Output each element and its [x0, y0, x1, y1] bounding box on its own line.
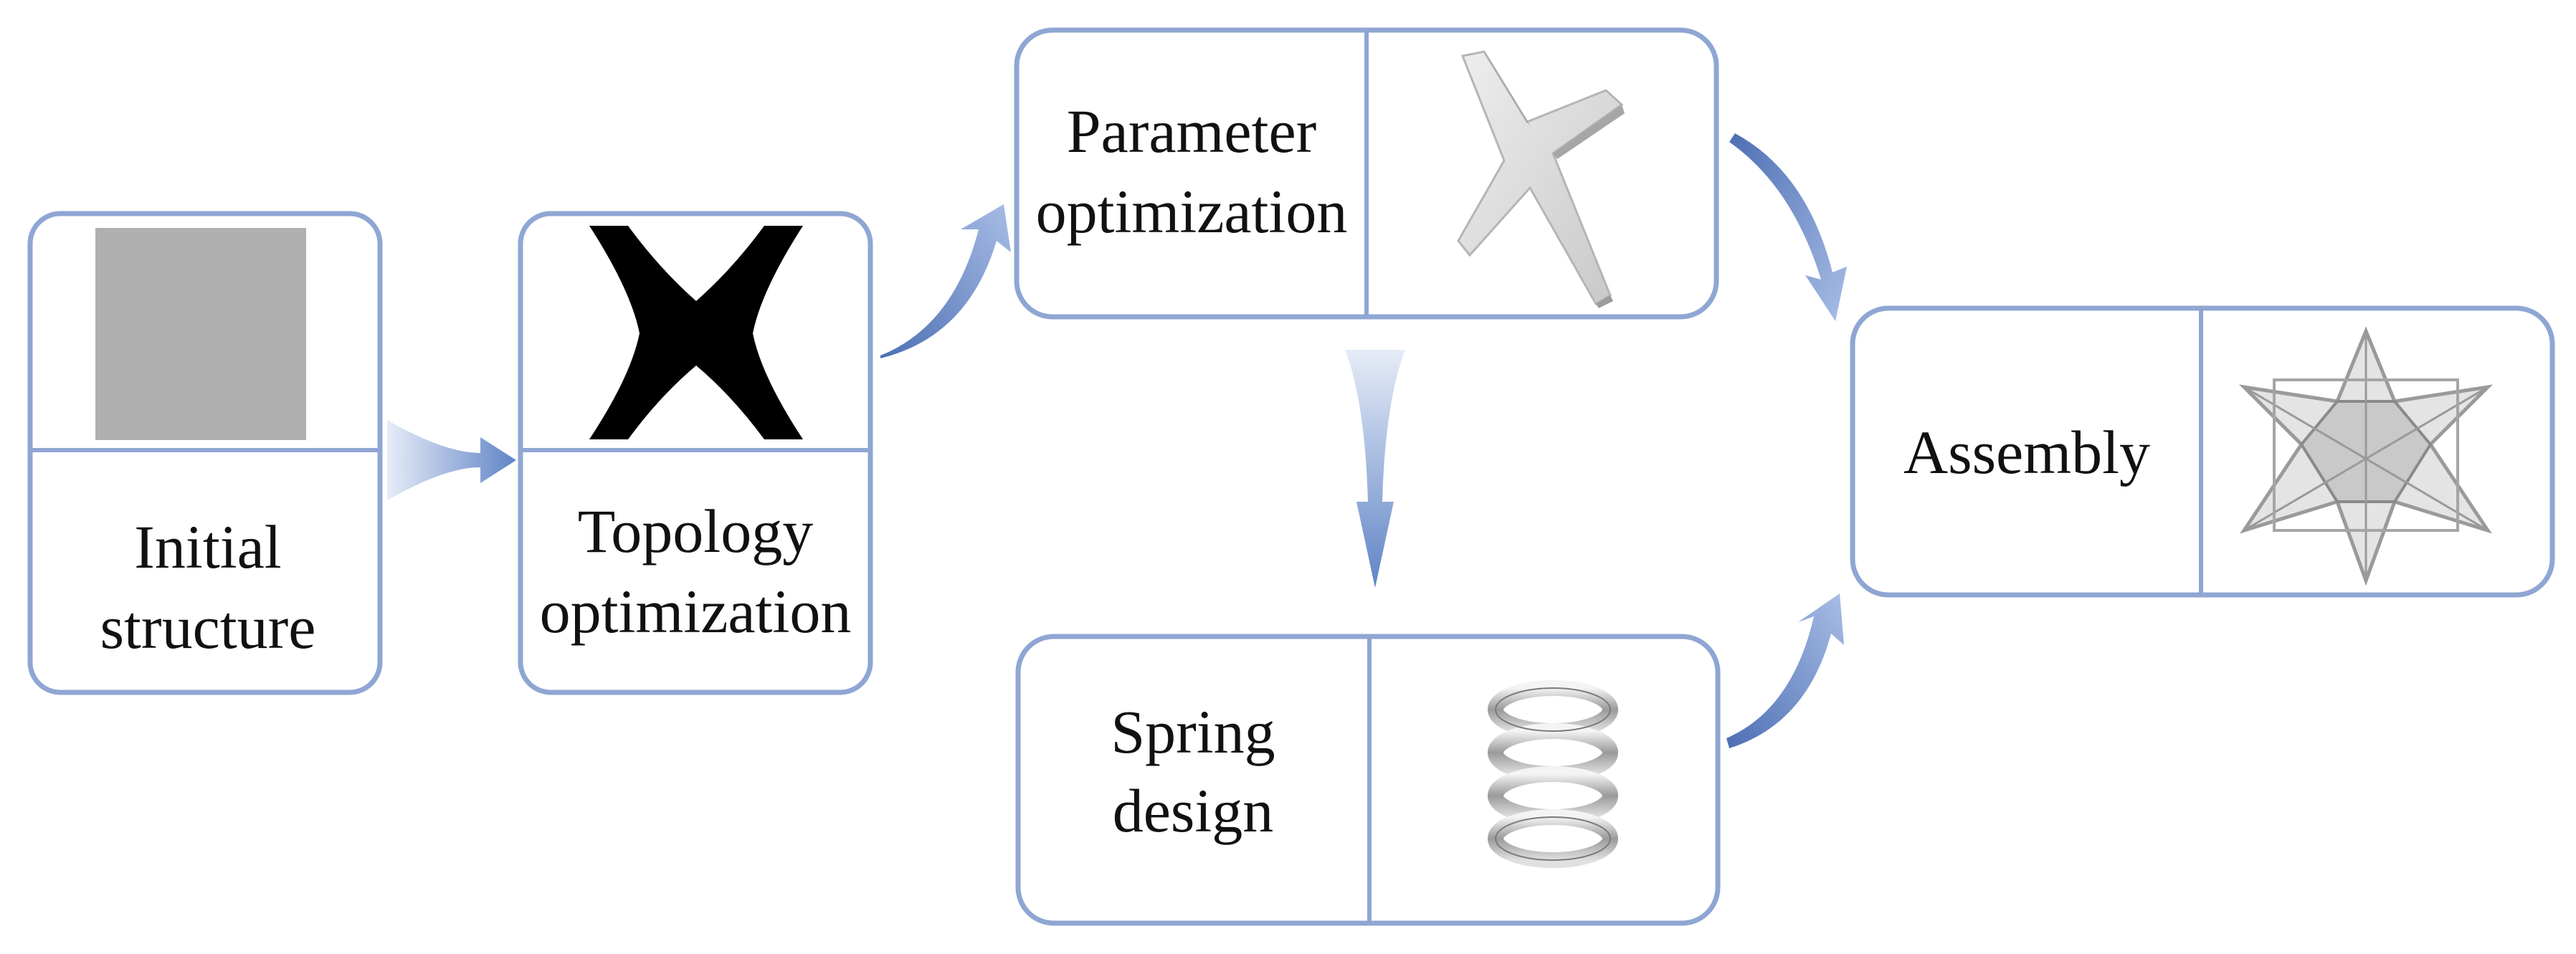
- arrow-parameter-to-assembly: [1729, 133, 1847, 321]
- topology-optimization-label-line1: Topology: [578, 497, 813, 566]
- parameter-optimization-label-line2: optimization: [1036, 177, 1348, 246]
- spring-design-label-line2: design: [1113, 776, 1274, 845]
- spring-design-label-line1: Spring: [1111, 697, 1275, 766]
- node-assembly: Assembly: [1850, 305, 2555, 598]
- coil-spring-icon: [1488, 680, 1618, 868]
- initial-structure-label-line1: Initial: [134, 512, 281, 581]
- node-topology-optimization: Topology optimization: [518, 211, 873, 695]
- initial-structure-label-line2: structure: [100, 593, 316, 662]
- node-initial-structure: Initial structure: [27, 211, 383, 695]
- node-parameter-optimization: Parameter optimization: [1014, 27, 1719, 320]
- arrow-parameter-to-spring: [1345, 350, 1405, 588]
- x-3d-part-icon: [1457, 50, 1625, 308]
- topology-optimization-label-line2: optimization: [540, 577, 852, 646]
- gray-square-icon: [95, 228, 306, 440]
- arrow-topology-to-parameter: [880, 204, 1011, 358]
- star-lattice-icon: [2238, 326, 2494, 586]
- x-topology-icon: [588, 224, 804, 441]
- assembly-label: Assembly: [1904, 418, 2150, 487]
- arrow-initial-to-topology: [387, 420, 516, 500]
- arrow-spring-to-assembly: [1726, 593, 1844, 748]
- parameter-optimization-label-line1: Parameter: [1067, 97, 1317, 166]
- node-spring-design: Spring design: [1015, 634, 1721, 926]
